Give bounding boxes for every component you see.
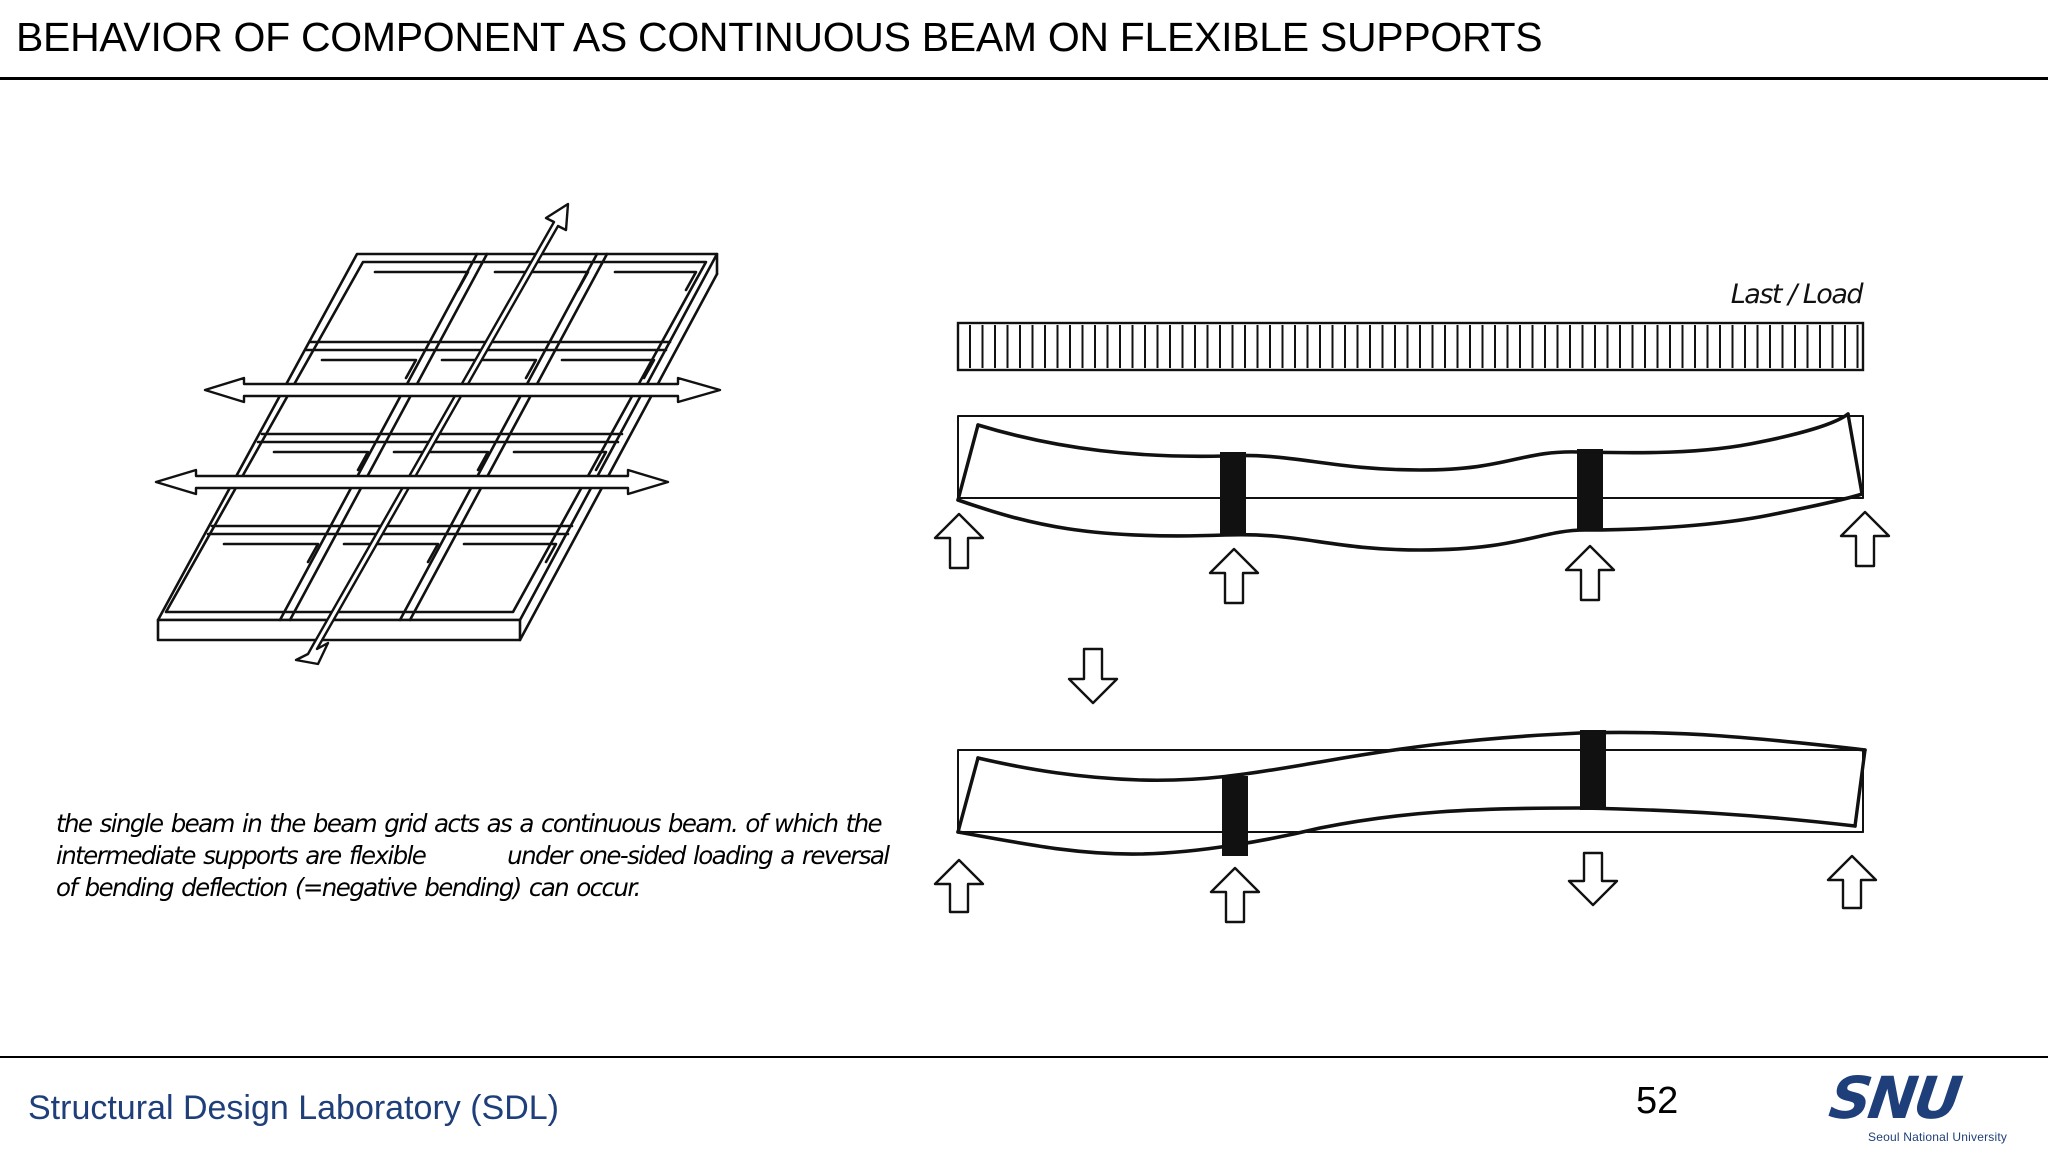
support-reaction-arrow-up-icon: [1209, 866, 1261, 924]
support-reaction-arrow-up-icon: [1564, 544, 1616, 602]
distributed-load: [956, 321, 1865, 372]
header-divider: [0, 77, 2048, 80]
footer-divider: [0, 1056, 2048, 1058]
continuous-beam-diagram: Last / Load: [933, 279, 1891, 924]
horizontal-span-arrow-2: [154, 468, 670, 496]
logo-subtitle: Seoul National University: [1868, 1130, 2008, 1144]
support-reaction-arrow-up-icon: [1839, 510, 1891, 568]
slide-title: BEHAVIOR OF COMPONENT AS CONTINUOUS BEAM…: [16, 14, 1543, 60]
caption-line-3: of bending deflection (=negative bending…: [56, 873, 641, 902]
load-arrow-down-icon: [1567, 851, 1619, 907]
horizontal-span-arrow-1: [203, 376, 722, 404]
load-arrow-down-icon: [1067, 647, 1119, 705]
caption-text: the single beam in the beam grid acts as…: [56, 808, 890, 904]
snu-logo: SNU Seoul National University: [1825, 1064, 2036, 1148]
support-reaction-arrow-up-icon: [933, 858, 985, 914]
support-reaction-arrow-up-icon: [933, 512, 985, 570]
grid-slab-edge: [156, 618, 522, 642]
caption-line-1: the single beam in the beam grid acts as…: [56, 809, 883, 838]
logo-wordmark: SNU: [1825, 1064, 1964, 1132]
caption-line-2: intermediate supports are flexible under…: [56, 841, 890, 870]
page-number: 52: [1636, 1080, 1679, 1122]
support-reaction-arrow-up-icon: [1826, 854, 1878, 910]
load-label: Last / Load: [1731, 279, 1865, 310]
beam-one-sided-load: [956, 730, 1867, 856]
beam-grid-sketch: [154, 202, 722, 666]
diagonal-span-arrow: [294, 202, 570, 666]
support-reaction-arrow-up-icon: [1208, 547, 1260, 605]
beam-uniform-load: [956, 412, 1864, 552]
lab-name: Structural Design Laboratory (SDL): [28, 1089, 560, 1127]
